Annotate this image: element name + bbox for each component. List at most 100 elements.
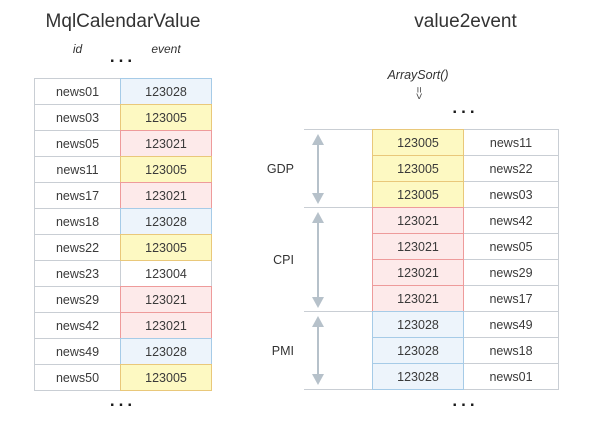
id-cell: news18 bbox=[34, 208, 121, 235]
event-cell: 123005 bbox=[120, 364, 212, 391]
event-cell: 123028 bbox=[120, 208, 212, 235]
arrow-shaft bbox=[317, 327, 319, 374]
table-row: news17 123021 bbox=[34, 182, 212, 209]
id-cell: news01 bbox=[463, 363, 559, 390]
id-cell: news01 bbox=[34, 78, 121, 105]
group-pmi: PMI 123028 news49 123028 news18 123028 bbox=[272, 311, 559, 390]
event-cell: 123028 bbox=[120, 78, 212, 105]
event-cell: 123028 bbox=[120, 338, 212, 365]
right-table: GDP 123005 news11 123005 news22 123005 bbox=[267, 129, 559, 390]
arrowhead-down bbox=[312, 374, 324, 385]
group-span-cell: CPI bbox=[273, 207, 372, 312]
table-row: news50 123005 bbox=[34, 364, 212, 391]
id-cell: news49 bbox=[34, 338, 121, 365]
group-label: GDP bbox=[266, 162, 294, 176]
event-cell: 123005 bbox=[372, 129, 464, 156]
table-row: 123021 news05 bbox=[372, 233, 559, 260]
event-cell: 123021 bbox=[120, 312, 212, 339]
table-row: news11 123005 bbox=[34, 156, 212, 183]
table-row: news01 123028 bbox=[34, 78, 212, 105]
id-cell: news22 bbox=[463, 155, 559, 182]
left-table-title: MqlCalendarValue bbox=[45, 11, 201, 32]
arrowhead-up bbox=[312, 316, 324, 327]
arrowhead-down bbox=[312, 297, 324, 308]
vertical-span-arrow-icon bbox=[312, 316, 324, 385]
group-label: PMI bbox=[271, 343, 294, 358]
arrowhead-up bbox=[312, 212, 324, 223]
table-row: 123028 news18 bbox=[372, 337, 559, 364]
table-row: 123028 news01 bbox=[372, 363, 559, 390]
id-cell: news42 bbox=[34, 312, 121, 339]
table-row: news05 123021 bbox=[34, 130, 212, 157]
table-row: news49 123028 bbox=[34, 338, 212, 365]
group-rows: 123028 news49 123028 news18 123028 news0… bbox=[372, 311, 559, 390]
table-row: news22 123005 bbox=[34, 234, 212, 261]
event-cell: 123021 bbox=[120, 130, 212, 157]
id-cell: news11 bbox=[463, 129, 559, 156]
event-cell: 123021 bbox=[120, 286, 212, 313]
id-cell: news23 bbox=[34, 260, 121, 287]
id-cell: news05 bbox=[34, 130, 121, 157]
table-row: 123028 news49 bbox=[372, 311, 559, 338]
id-cell: news50 bbox=[34, 364, 121, 391]
table-row: news18 123028 bbox=[34, 208, 212, 235]
id-cell: news22 bbox=[34, 234, 121, 261]
table-row: 123021 news29 bbox=[372, 259, 559, 286]
down-arrow-glyph-icon: => bbox=[411, 86, 424, 100]
group-rows: 123005 news11 123005 news22 123005 news0… bbox=[372, 129, 559, 208]
ellipsis-left-bottom: ... bbox=[109, 391, 137, 410]
event-cell: 123028 bbox=[372, 311, 464, 338]
event-cell: 123028 bbox=[372, 337, 464, 364]
left-table: news01 123028 news03 123005 news05 12302… bbox=[34, 78, 212, 391]
vertical-span-arrow-icon bbox=[312, 134, 324, 204]
event-cell: 123005 bbox=[120, 234, 212, 261]
table-row: 123005 news03 bbox=[372, 181, 559, 208]
column-header-id: id bbox=[72, 42, 83, 56]
id-cell: news49 bbox=[463, 311, 559, 338]
table-row: 123021 news42 bbox=[372, 207, 559, 234]
event-cell: 123005 bbox=[372, 155, 464, 182]
group-label: CPI bbox=[273, 253, 294, 267]
ellipsis-right-top: ... bbox=[452, 98, 479, 117]
event-cell: 123028 bbox=[372, 363, 464, 390]
event-cell: 123021 bbox=[372, 207, 464, 234]
right-table-title: value2event bbox=[414, 11, 517, 32]
table-row: news42 123021 bbox=[34, 312, 212, 339]
id-cell: news42 bbox=[463, 207, 559, 234]
event-cell: 123004 bbox=[120, 260, 212, 287]
id-cell: news29 bbox=[34, 286, 121, 313]
event-cell: 123021 bbox=[372, 233, 464, 260]
id-cell: news18 bbox=[463, 337, 559, 364]
id-cell: news05 bbox=[463, 233, 559, 260]
event-cell: 123005 bbox=[372, 181, 464, 208]
arraysort-annotation: ArraySort() bbox=[387, 68, 449, 82]
table-row: news29 123021 bbox=[34, 286, 212, 313]
arrowhead-down bbox=[312, 193, 324, 204]
id-cell: news17 bbox=[463, 285, 559, 312]
table-row: 123021 news17 bbox=[372, 285, 559, 312]
table-row: 123005 news11 bbox=[372, 129, 559, 156]
arrowhead-up bbox=[312, 134, 324, 145]
table-row: news03 123005 bbox=[34, 104, 212, 131]
arrow-shaft bbox=[317, 145, 319, 193]
group-span-cell: PMI bbox=[272, 311, 372, 390]
ellipsis-right-bottom: ... bbox=[452, 391, 479, 410]
event-cell: 123005 bbox=[120, 104, 212, 131]
id-cell: news03 bbox=[463, 181, 559, 208]
id-cell: news29 bbox=[463, 259, 559, 286]
id-cell: news17 bbox=[34, 182, 121, 209]
vertical-span-arrow-icon bbox=[312, 212, 324, 308]
table-row: news23 123004 bbox=[34, 260, 212, 287]
ellipsis-left-top: ... bbox=[109, 47, 137, 66]
id-cell: news03 bbox=[34, 104, 121, 131]
event-cell: 123021 bbox=[372, 259, 464, 286]
table-row: 123005 news22 bbox=[372, 155, 559, 182]
group-span-cell: GDP bbox=[267, 129, 372, 208]
arrow-shaft bbox=[317, 223, 319, 297]
event-cell: 123021 bbox=[372, 285, 464, 312]
group-gdp: GDP 123005 news11 123005 news22 123005 bbox=[267, 129, 559, 208]
id-cell: news11 bbox=[34, 156, 121, 183]
event-cell: 123021 bbox=[120, 182, 212, 209]
group-cpi: CPI 123021 news42 123021 news05 123021 bbox=[273, 207, 559, 312]
